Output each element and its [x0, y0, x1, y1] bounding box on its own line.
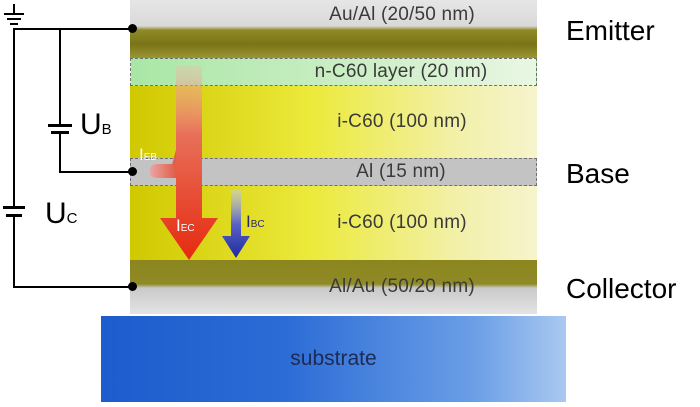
- substrate-label: substrate: [290, 347, 377, 370]
- emitter-wire: [13, 28, 133, 30]
- base-terminal-label: Base: [566, 158, 630, 189]
- ground-bar-3: [10, 23, 18, 25]
- collector-contact-label: Al/Au (50/20 nm): [329, 276, 475, 297]
- ieb-label: IEB: [139, 145, 158, 164]
- collector-contact-layer: Al/Au (50/20 nm): [130, 260, 537, 314]
- ub-plate-short: [51, 131, 69, 134]
- uc-label: UC: [45, 197, 78, 230]
- base-node: [128, 167, 137, 176]
- uc-plate-short: [6, 214, 22, 217]
- uc-wire-top: [13, 28, 15, 206]
- i-c60-bottom-label: i-C60 (100 nm): [337, 212, 467, 233]
- collector-node: [128, 282, 137, 291]
- emitter-terminal-label: Emitter: [566, 15, 655, 46]
- ibc-arrow: [222, 190, 250, 258]
- ieb-arrow: [150, 150, 176, 178]
- uc-wire-bottom: [13, 217, 15, 288]
- collector-wire: [13, 286, 133, 288]
- emitter-contact-layer: Au/Al (20/50 nm): [130, 0, 537, 58]
- ibc-label: IBC: [246, 212, 265, 231]
- i-c60-top-label: i-C60 (100 nm): [337, 111, 467, 132]
- n-c60-label: n-C60 layer (20 nm): [314, 61, 488, 82]
- ub-label: UB: [80, 108, 112, 141]
- emitter-node: [128, 24, 137, 33]
- emitter-contact-label: Au/Al (20/50 nm): [329, 4, 475, 25]
- ub-wire-top: [59, 28, 61, 124]
- uc-plate-long: [3, 206, 25, 209]
- ub-wire-bottom: [59, 134, 61, 173]
- collector-terminal-label: Collector: [566, 273, 677, 304]
- ground-lead: [13, 4, 15, 14]
- base-wire: [59, 171, 133, 173]
- substrate-layer: substrate: [101, 316, 566, 402]
- ground-bar-2: [7, 18, 21, 20]
- al-base-label: Al (15 nm): [356, 161, 446, 182]
- iec-arrow: [160, 66, 218, 260]
- ground-bar-1: [4, 13, 24, 15]
- ub-plate-long: [48, 124, 72, 127]
- iec-label: IEC: [176, 216, 195, 235]
